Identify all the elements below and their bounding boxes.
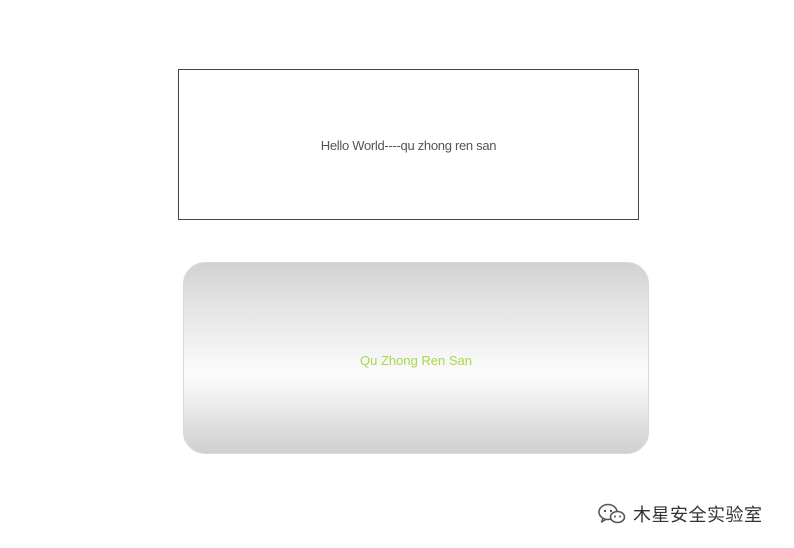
watermark: 木星安全实验室 <box>597 501 763 527</box>
hello-world-box: Hello World----qu zhong ren san <box>178 69 639 220</box>
hello-world-text: Hello World----qu zhong ren san <box>320 138 497 153</box>
gradient-box-text: Qu Zhong Ren San <box>359 352 473 368</box>
gradient-box: Qu Zhong Ren San <box>183 262 649 454</box>
wechat-icon <box>597 501 627 527</box>
watermark-text: 木星安全实验室 <box>633 505 763 526</box>
